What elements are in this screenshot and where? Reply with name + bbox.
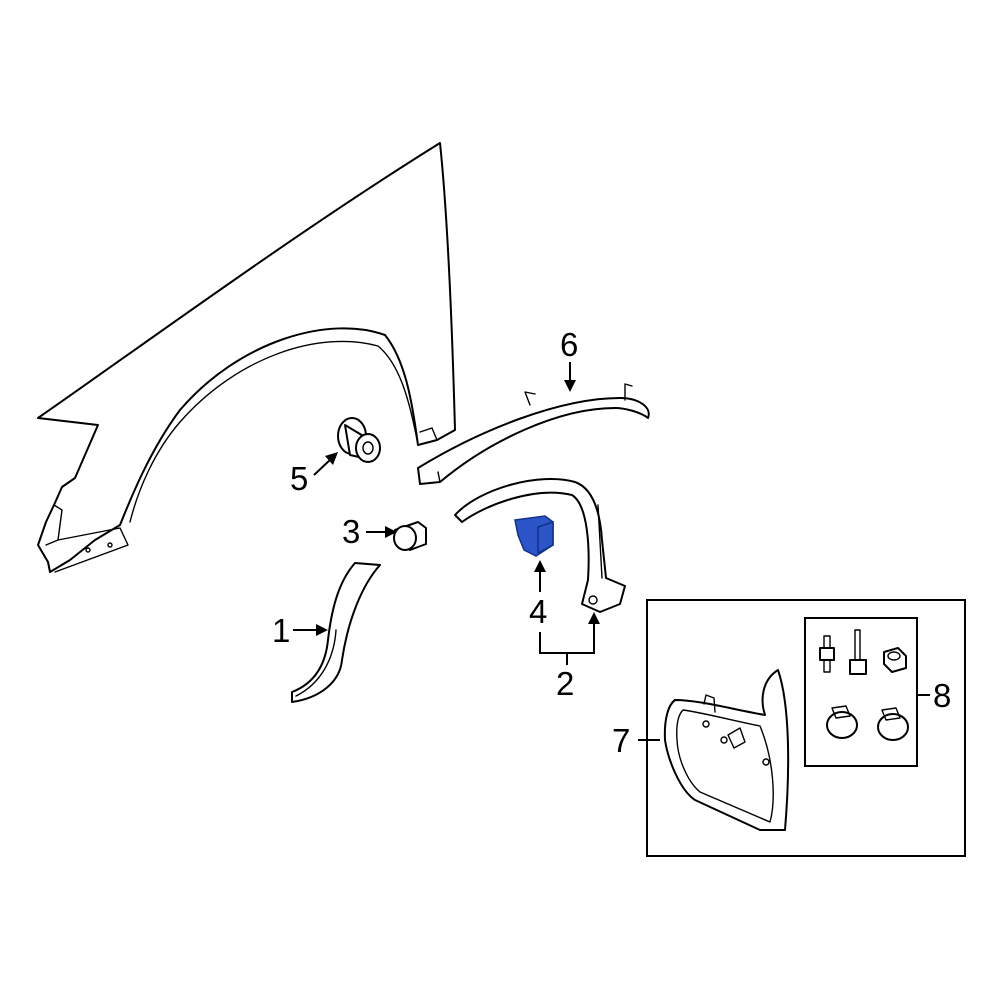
part-6-molding <box>417 383 650 485</box>
callout-label-7: 7 <box>612 722 630 759</box>
callout-8: 8 <box>917 677 951 714</box>
part-5-clip <box>337 417 381 463</box>
callout-label-6: 6 <box>560 326 578 363</box>
hardware-box <box>804 617 918 767</box>
callout-label-1: 1 <box>272 612 290 649</box>
kit-box <box>646 599 966 857</box>
callout-3: 3 <box>342 513 397 550</box>
callout-label-2: 2 <box>556 665 574 702</box>
callout-7: 7 <box>612 722 660 759</box>
callout-2: 2 <box>539 612 600 702</box>
part-7-mudflap <box>663 669 790 831</box>
part-1-trim <box>291 562 381 703</box>
callout-label-5: 5 <box>290 460 308 497</box>
callout-5: 5 <box>290 452 338 497</box>
callout-4: 4 <box>529 560 547 630</box>
fender <box>37 142 456 573</box>
part-2-flare <box>454 478 626 613</box>
part-4-bracket <box>514 515 554 557</box>
callout-label-8: 8 <box>933 677 951 714</box>
callout-6: 6 <box>560 326 578 392</box>
callout-label-3: 3 <box>342 513 360 550</box>
callout-label-4: 4 <box>529 593 547 630</box>
part-8-hardware <box>819 629 909 741</box>
part-3-clip <box>393 521 427 551</box>
callout-1: 1 <box>272 612 328 649</box>
